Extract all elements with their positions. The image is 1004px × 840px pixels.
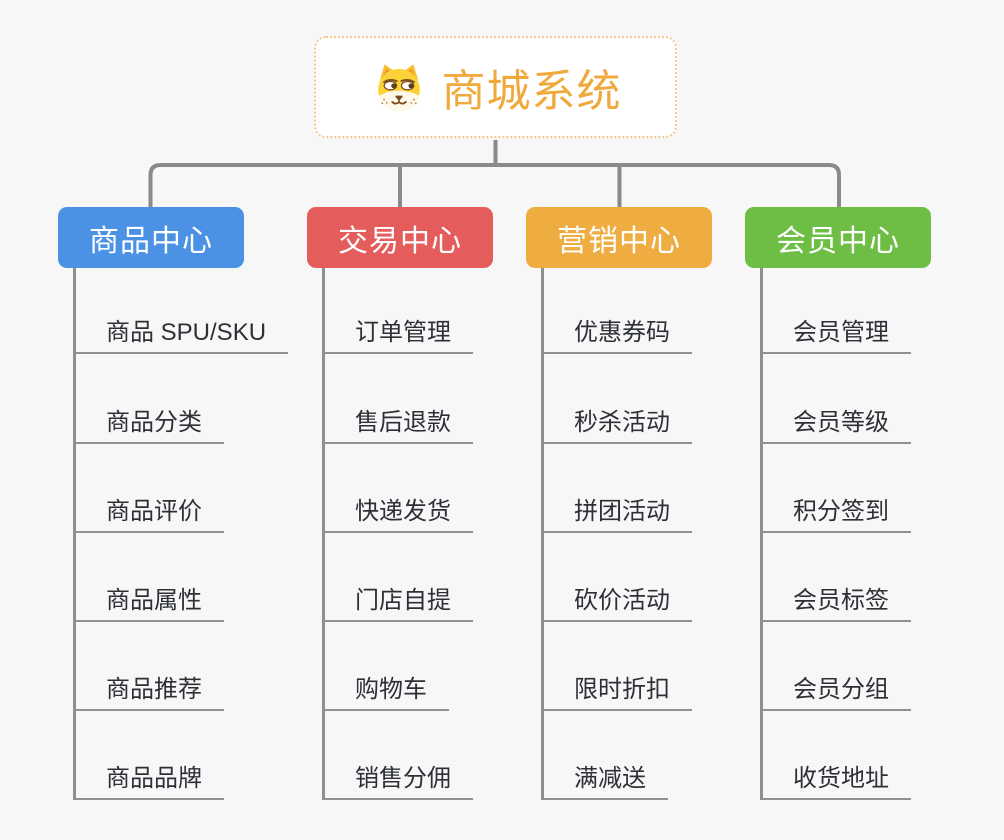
- root-title: 商城系统: [441, 67, 622, 116]
- leaf-label: 商品分类: [106, 409, 202, 436]
- leaf-label: 商品推荐: [106, 676, 202, 703]
- branch-label: 交易中心: [338, 224, 462, 258]
- leaf-node[interactable]: 砍价活动: [542, 578, 692, 622]
- leaf-node[interactable]: 优惠券码: [542, 310, 692, 354]
- leaf-label: 会员标签: [793, 587, 889, 614]
- leaf-node[interactable]: 销售分佣: [323, 756, 473, 800]
- leaf-node[interactable]: 商品分类: [74, 400, 224, 444]
- leaf-node[interactable]: 快递发货: [323, 489, 473, 533]
- leaf-node[interactable]: 订单管理: [323, 310, 473, 354]
- leaf-node[interactable]: 积分签到: [761, 489, 911, 533]
- leaf-node[interactable]: 商品属性: [74, 578, 224, 622]
- leaf-label: 门店自提: [355, 587, 451, 614]
- leaf-label: 商品属性: [106, 587, 202, 614]
- root-node[interactable]: 商城系统: [314, 36, 677, 138]
- leaf-label: 拼团活动: [574, 498, 670, 525]
- leaf-node[interactable]: 购物车: [323, 667, 449, 711]
- branch-label: 营销中心: [557, 224, 681, 258]
- leaf-node[interactable]: 限时折扣: [542, 667, 692, 711]
- leaf-node[interactable]: 售后退款: [323, 400, 473, 444]
- leaf-label: 满减送: [574, 765, 646, 792]
- leaf-node[interactable]: 商品推荐: [74, 667, 224, 711]
- leaf-node[interactable]: 会员等级: [761, 400, 911, 444]
- leaf-label: 订单管理: [355, 319, 451, 346]
- leaf-label: 会员分组: [793, 676, 889, 703]
- leaf-label: 积分签到: [793, 498, 889, 525]
- leaf-node[interactable]: 会员标签: [761, 578, 911, 622]
- leaf-label: 秒杀活动: [574, 409, 670, 436]
- leaf-label: 售后退款: [355, 409, 451, 436]
- shiba-dog-icon: [370, 61, 428, 113]
- leaf-node[interactable]: 商品品牌: [74, 756, 224, 800]
- branch-label: 商品中心: [89, 224, 213, 258]
- branch-node-1[interactable]: 商品中心: [58, 207, 244, 268]
- leaf-label: 销售分佣: [355, 765, 451, 792]
- leaf-label: 购物车: [355, 676, 427, 703]
- leaf-label: 收货地址: [793, 765, 889, 792]
- leaf-node[interactable]: 会员分组: [761, 667, 911, 711]
- leaf-label: 砍价活动: [574, 587, 670, 614]
- leaf-label: 会员管理: [793, 319, 889, 346]
- leaf-node[interactable]: 商品评价: [74, 489, 224, 533]
- leaf-node[interactable]: 会员管理: [761, 310, 911, 354]
- leaf-node[interactable]: 门店自提: [323, 578, 473, 622]
- leaf-node[interactable]: 秒杀活动: [542, 400, 692, 444]
- branch-node-2[interactable]: 交易中心: [307, 207, 493, 268]
- leaf-label: 商品 SPU/SKU: [106, 319, 267, 346]
- leaf-label: 会员等级: [793, 409, 889, 436]
- branch-label: 会员中心: [776, 224, 900, 258]
- leaf-node[interactable]: 商品 SPU/SKU: [74, 310, 289, 354]
- leaf-label: 商品品牌: [106, 765, 202, 792]
- branch-node-4[interactable]: 会员中心: [745, 207, 931, 268]
- leaf-label: 优惠券码: [574, 319, 670, 346]
- leaf-label: 快递发货: [355, 498, 451, 525]
- leaf-label: 商品评价: [106, 498, 202, 525]
- leaf-label: 限时折扣: [574, 676, 670, 703]
- leaf-node[interactable]: 拼团活动: [542, 489, 692, 533]
- leaf-node[interactable]: 满减送: [542, 756, 668, 800]
- leaf-node[interactable]: 收货地址: [761, 756, 911, 800]
- branch-node-3[interactable]: 营销中心: [526, 207, 712, 268]
